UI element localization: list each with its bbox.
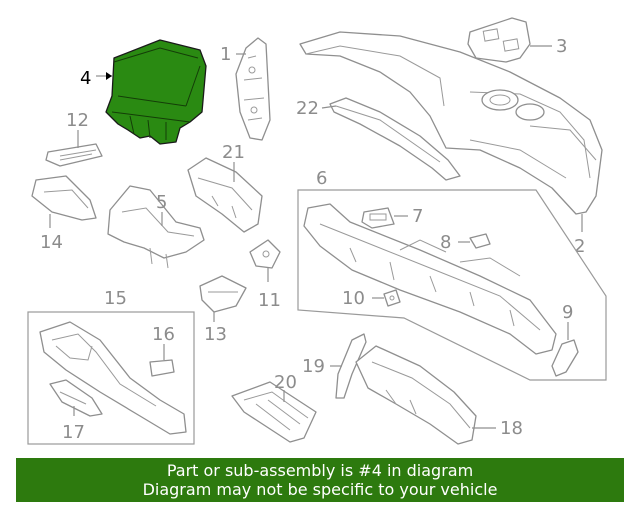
callout-18: 18 <box>500 418 523 439</box>
callout-15: 15 <box>104 288 127 309</box>
callout-6: 6 <box>316 168 327 189</box>
banner-line-1: Part or sub-assembly is #4 in diagram <box>166 461 474 480</box>
part-13-bracket <box>199 275 247 313</box>
part-9-bracket <box>551 339 579 377</box>
leader-4-arrow <box>106 72 112 80</box>
callout-4: 4 <box>80 68 91 89</box>
part-10-clip <box>383 289 401 307</box>
callout-7: 7 <box>412 206 423 227</box>
part-17-door-panel <box>49 379 103 417</box>
leader-22 <box>321 105 337 109</box>
part-5-lower-bracket <box>107 185 205 269</box>
callout-17: 17 <box>62 422 85 443</box>
callout-20: 20 <box>274 372 297 393</box>
callout-16: 16 <box>152 324 175 345</box>
callout-13: 13 <box>204 324 227 345</box>
part-2-dashboard-panel <box>299 31 603 215</box>
part-4-highlighted[interactable] <box>105 39 207 145</box>
callout-11: 11 <box>258 290 281 311</box>
callout-14: 14 <box>40 232 63 253</box>
part-22-trim-strip <box>329 97 461 181</box>
part-3-switch-panel <box>467 17 531 63</box>
part-6-crosscar-beam <box>303 203 557 355</box>
callout-9: 9 <box>562 302 573 323</box>
part-info-banner: Part or sub-assembly is #4 in diagram Di… <box>16 458 624 502</box>
callout-1: 1 <box>220 44 231 65</box>
callout-8: 8 <box>440 232 451 253</box>
part-7-clip <box>361 207 395 229</box>
part-20-lower-tray <box>231 381 317 443</box>
part-18-console-panel <box>355 345 477 445</box>
callout-19: 19 <box>302 356 325 377</box>
part-14-side-cover <box>31 175 97 221</box>
part-19-trim-rod <box>335 333 367 399</box>
callout-3: 3 <box>556 36 567 57</box>
callout-10: 10 <box>342 288 365 309</box>
part-21-support-bracket <box>187 157 263 233</box>
callout-22: 22 <box>296 98 319 119</box>
callout-12: 12 <box>66 110 89 131</box>
banner-line-2: Diagram may not be specific to your vehi… <box>142 480 498 499</box>
part-8-clip <box>469 233 491 249</box>
part-16-latch <box>149 359 175 377</box>
part-11-small-bracket <box>249 239 281 269</box>
callout-2: 2 <box>574 236 585 257</box>
part-12-module <box>45 143 103 167</box>
part-15-glove-box <box>39 321 187 435</box>
callout-21: 21 <box>222 142 245 163</box>
part-1-side-bracket <box>235 37 271 141</box>
callout-5: 5 <box>156 192 167 213</box>
